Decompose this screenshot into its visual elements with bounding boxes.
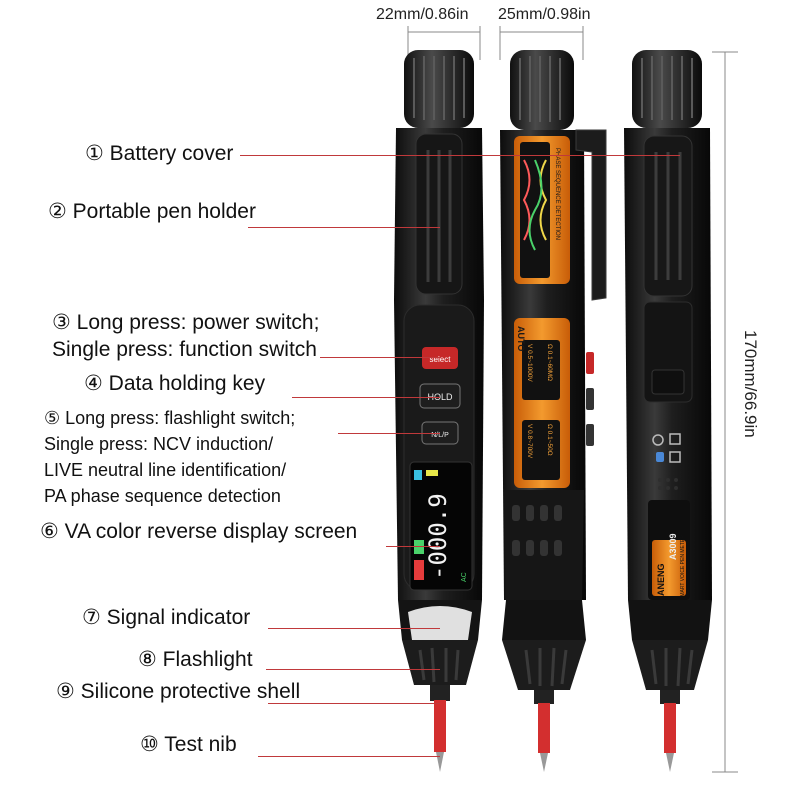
label-flashlight-switch: ⑤ Long press: flashlight switch;	[44, 408, 296, 428]
label-signal-indicator: ⑦ Signal indicator	[82, 606, 251, 629]
auto-text: AUTO	[516, 326, 526, 351]
pen-side	[500, 50, 607, 772]
lcd-display	[409, 461, 473, 591]
width-label-left: 22mm/0.86in	[376, 6, 469, 23]
leader-line-6	[386, 546, 440, 547]
select-button[interactable]	[422, 347, 458, 369]
leader-line-5	[338, 433, 440, 434]
label-ncv: Single press: NCV induction/	[44, 434, 274, 454]
label-silicone-shell: ⑨ Silicone protective shell	[56, 680, 301, 703]
pen-back	[624, 50, 712, 772]
pen-front	[394, 50, 484, 772]
leader-line-3	[320, 357, 440, 358]
model-number: A3009	[668, 533, 678, 560]
phase-panel-title: PHASE SEQUENCE DETECTION	[554, 148, 560, 240]
label-power-switch: ③ Long press: power switch;	[52, 311, 320, 334]
height-label: 170mm/66.9in	[741, 330, 760, 438]
leader-line-10	[258, 756, 440, 757]
label-test-nib: ⑩ Test nib	[140, 733, 237, 756]
brand-logo: ANENG	[656, 563, 666, 596]
dimension-lines	[407, 26, 738, 773]
hold-button-text: HOLD	[427, 392, 453, 402]
leader-line-2	[248, 227, 440, 228]
label-pen-holder: ② Portable pen holder	[48, 200, 256, 223]
width-label-right: 25mm/0.98in	[498, 6, 591, 23]
range-3: V 0.8~700V	[526, 424, 533, 459]
leader-line-1	[240, 155, 680, 156]
select-button-text: select	[430, 355, 452, 364]
range-4: Ω 0.1~50Ω	[546, 424, 553, 456]
display-unit: AC	[461, 572, 468, 582]
leader-line-4	[292, 397, 440, 398]
label-display-screen: ⑥ VA color reverse display screen	[40, 520, 358, 543]
label-live-neutral: LIVE neutral line identification/	[44, 460, 287, 480]
leader-line-7	[268, 628, 440, 629]
range-2: Ω 0.1~60MΩ	[546, 344, 553, 381]
leader-line-8	[266, 669, 440, 670]
hold-button[interactable]	[419, 383, 461, 409]
nlp-button-text: N/L/P	[431, 432, 449, 439]
label-function-switch: Single press: function switch	[52, 338, 317, 361]
display-reading: -000.9	[424, 493, 452, 580]
range-1: V 0.5~1000V	[526, 344, 533, 382]
label-battery-cover: ① Battery cover	[85, 142, 234, 165]
label-phase-sequence: PA phase sequence detection	[44, 486, 281, 506]
flashlight-lens	[408, 606, 472, 640]
label-flashlight: ⑧ Flashlight	[138, 648, 253, 671]
leader-line-9	[268, 703, 440, 704]
product-subtitle: SMART VOICE PEN METER	[680, 535, 686, 600]
label-data-hold: ④ Data holding key	[84, 372, 266, 395]
